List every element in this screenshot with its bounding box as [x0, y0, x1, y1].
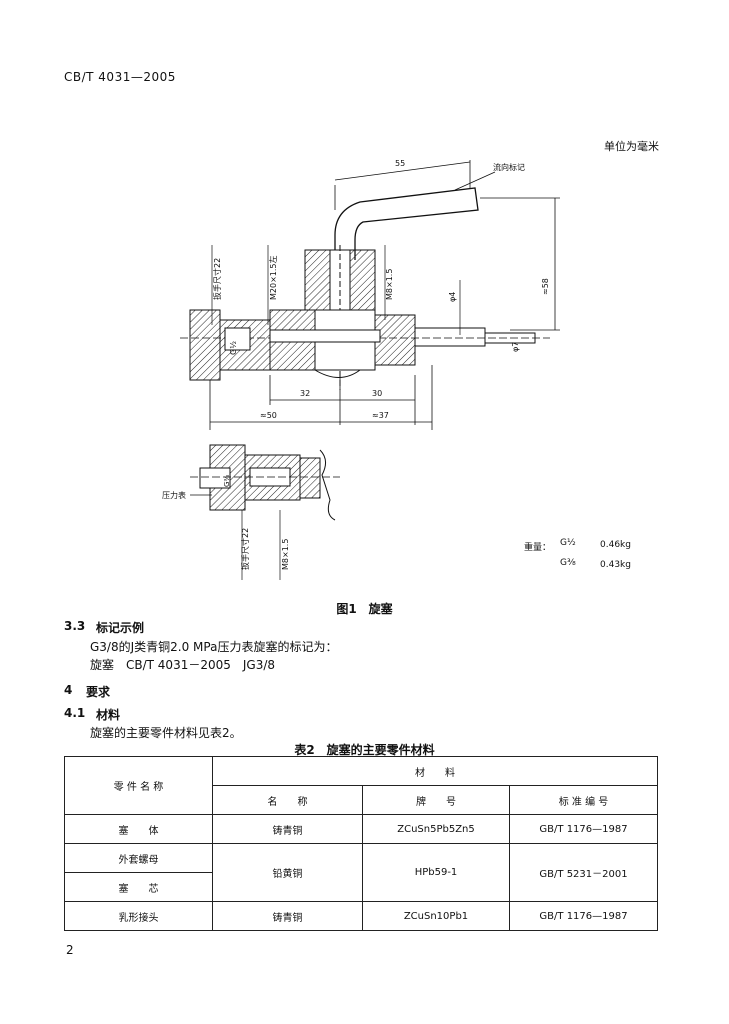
- section-4-1-title: 材料: [96, 708, 121, 722]
- header-grade: 牌 号: [362, 785, 510, 815]
- dim-50-label: ≈50: [260, 411, 277, 420]
- valve-body: [180, 309, 550, 381]
- dim-37-label: ≈37: [372, 411, 389, 420]
- section-4-number: 4: [64, 683, 73, 697]
- section-4-title: 要求: [86, 685, 111, 699]
- section-4-1-line1: 旋塞的主要零件材料见表2。: [90, 726, 242, 740]
- weight-value-1: 0.46kg: [600, 540, 631, 550]
- weight-size-2: G⅜: [560, 558, 576, 568]
- weight-value-2: 0.43kg: [600, 560, 631, 570]
- plug-valve-drawing: 55 流向标记 ≈58 φ4 φ7 G½ 扳手尺寸22 M20×1.5左 M8×…: [162, 159, 560, 580]
- table-2-title: 表2 旋塞的主要零件材料: [294, 743, 435, 757]
- m20-label: M20×1.5左: [268, 255, 278, 300]
- gauge-connection-view: [190, 444, 340, 521]
- standard-code: CB/T 4031—2005: [64, 70, 176, 84]
- section-3-3-title: 标记示例: [96, 621, 145, 635]
- header-standard: 标 准 编 号: [508, 785, 659, 815]
- m8-label: M8×1.5: [385, 269, 394, 300]
- section-3-3-line1: G3/8的J类青铜2.0 MPa压力表旋塞的标记为：: [90, 640, 338, 654]
- figure-caption: 图1 旋塞: [336, 602, 393, 616]
- m8-label-2: M8×1.5: [281, 539, 290, 570]
- page-number: 2: [66, 943, 74, 957]
- dim-30-label: 30: [372, 389, 382, 398]
- phi4-label: φ4: [448, 292, 457, 302]
- wrench-size-label-a: 扳手尺寸22: [212, 258, 222, 300]
- dim-58-label: ≈58: [541, 278, 550, 295]
- g-three-eighths-label: G⅜: [223, 475, 231, 487]
- header-part-name: 零 件 名 称: [64, 756, 213, 815]
- handle: [334, 187, 479, 260]
- table-row: 外套螺母 铅黄铜 HPb59-1 GB/T 5231－2001: [64, 843, 659, 902]
- wrench-size-label-b: 扳手尺寸22: [240, 528, 250, 570]
- table-row: 塞 芯: [64, 872, 658, 902]
- header-material: 材 料: [211, 756, 659, 786]
- materials-table: 零 件 名 称 材 料 名 称 牌 号 标 准 编 号 塞 体 铸青铜 ZCuS…: [64, 756, 659, 931]
- header-material-name: 名 称: [212, 785, 363, 815]
- weight-size-1: G½: [560, 538, 576, 548]
- table-row: 塞 体 铸青铜 ZCuSn5Pb5Zn5 GB/T 1176—1987: [64, 814, 659, 844]
- section-4-1-number: 4.1: [64, 706, 86, 720]
- dim-32-label: 32: [300, 389, 310, 398]
- table-row: 乳形接头 铸青铜 ZCuSn10Pb1 GB/T 1176—1987: [64, 901, 659, 931]
- weight-label: 重量：: [524, 543, 552, 553]
- g-half-label: G½: [229, 341, 238, 355]
- flow-mark-label: 流向标记: [493, 162, 525, 172]
- unit-note: 单位为毫米: [604, 140, 659, 153]
- section-3-3-number: 3.3: [64, 619, 86, 633]
- pressure-gauge-label: 压力表: [162, 490, 186, 500]
- phi7-label: φ7: [511, 342, 520, 352]
- dim-55-label: 55: [395, 159, 405, 168]
- section-3-3-line2: 旋塞 CB/T 4031－2005 JG3/8: [90, 658, 276, 672]
